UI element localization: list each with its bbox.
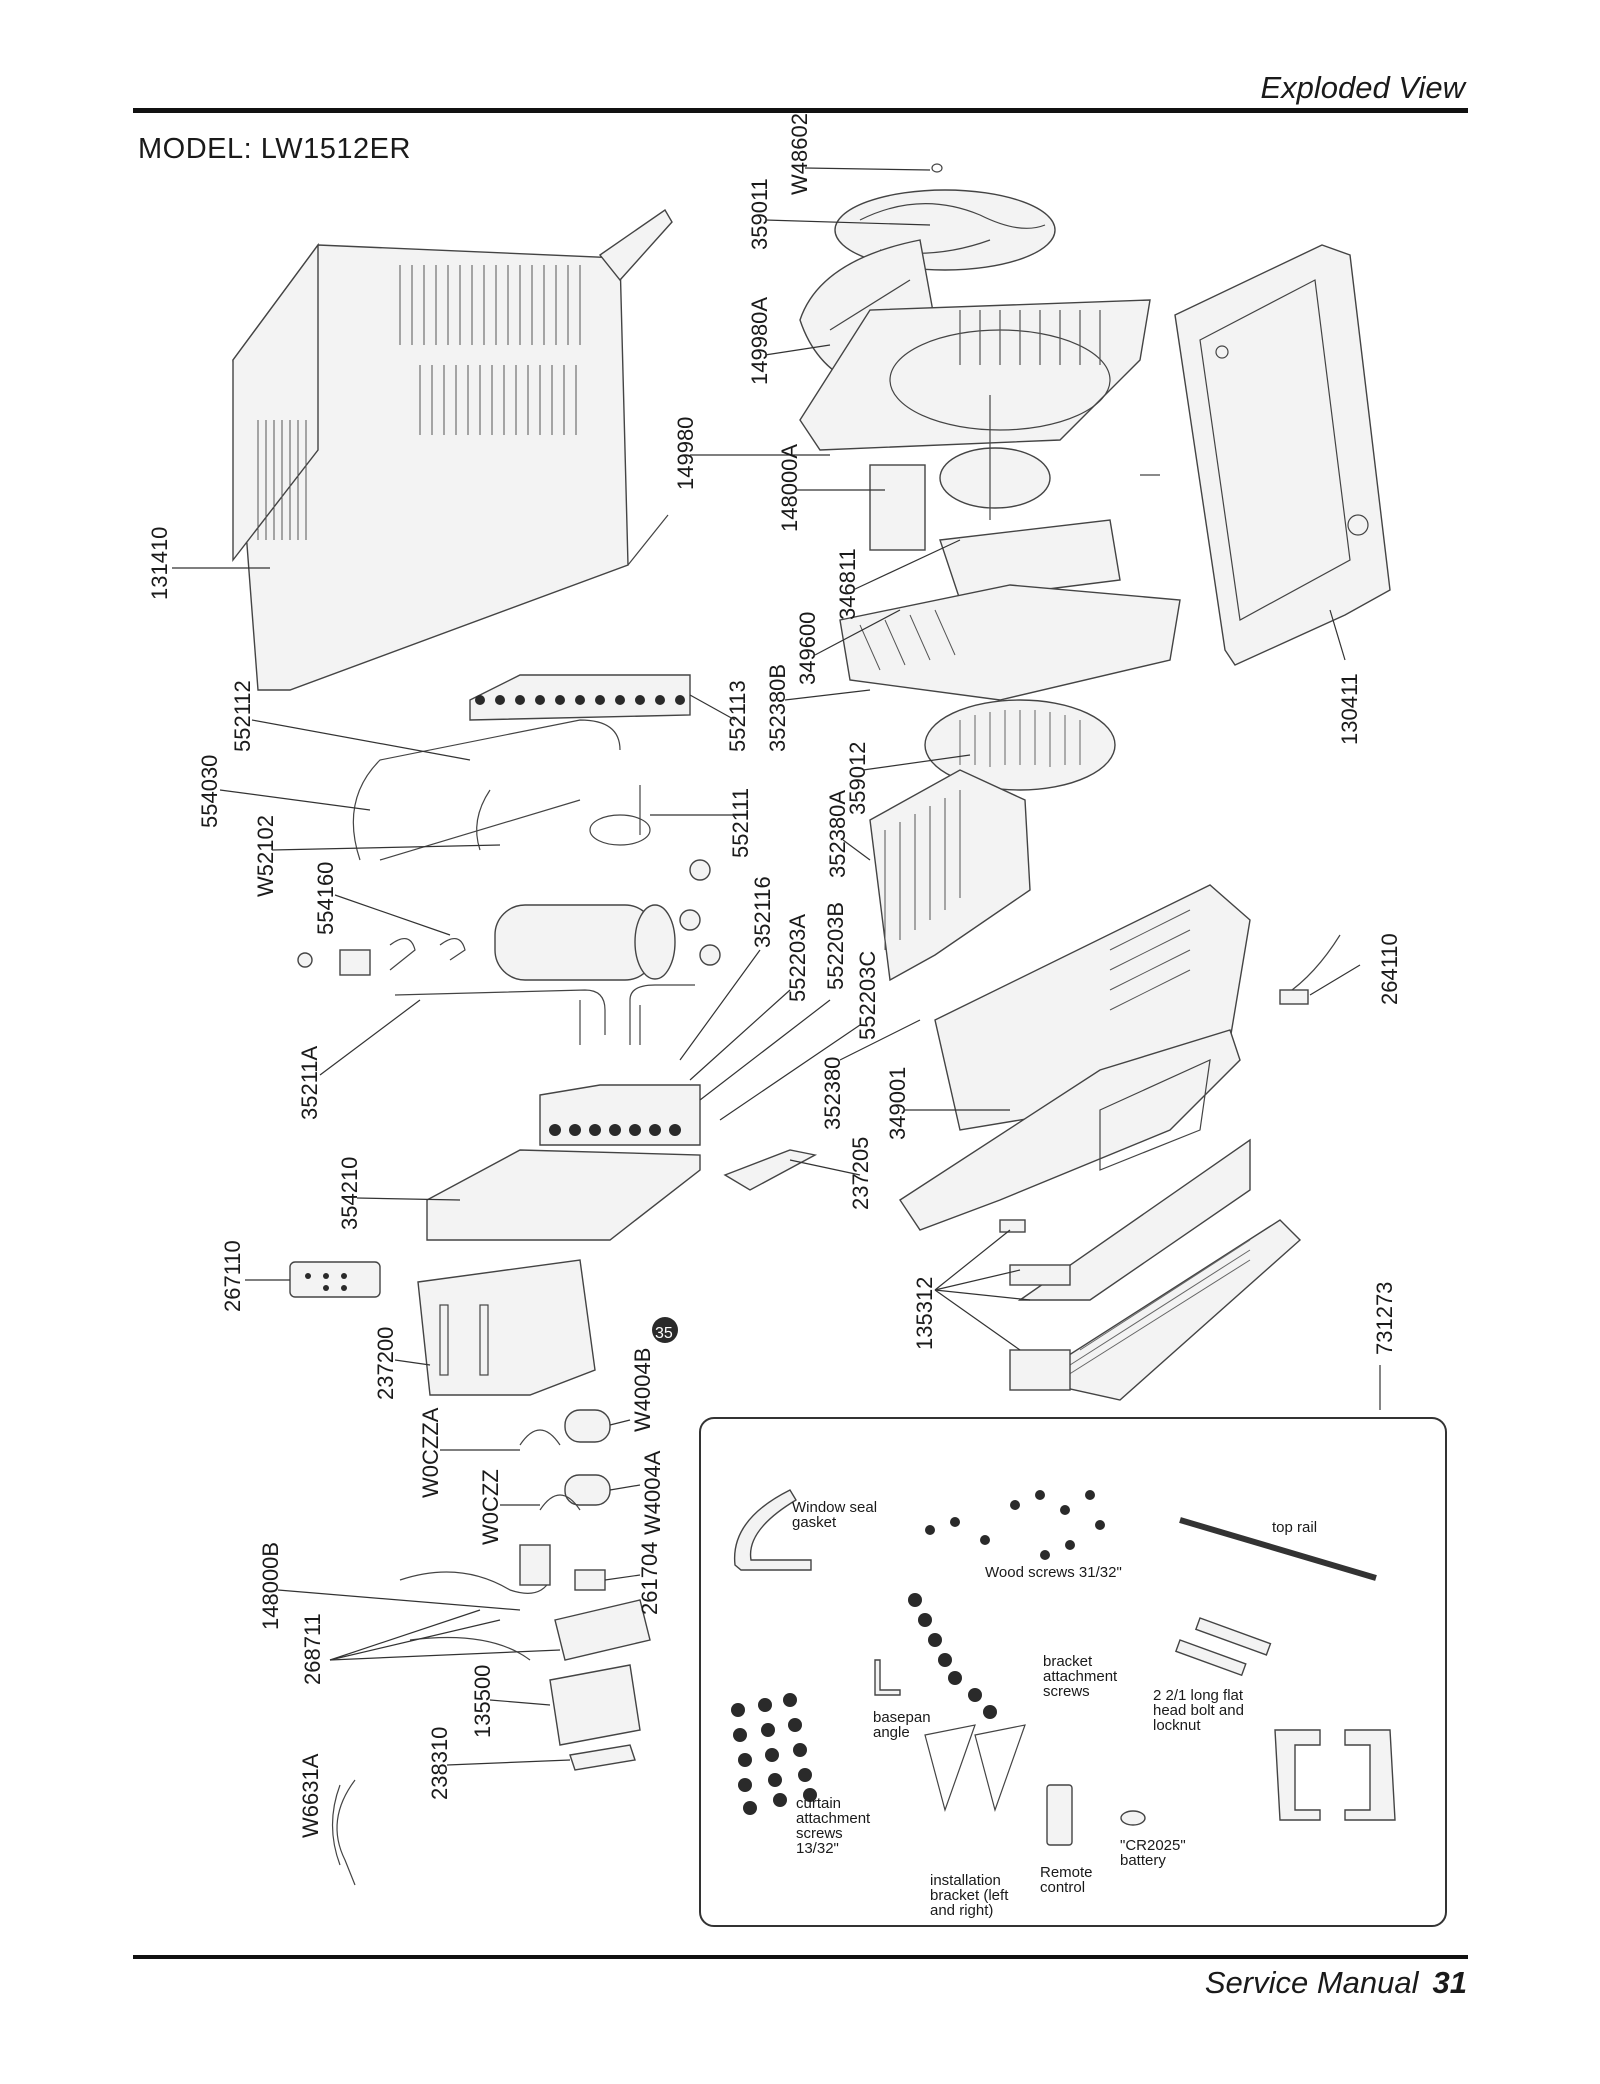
part-label-W52102: W52102 [253,815,278,897]
remote-267110 [289,1261,381,1298]
part-label-261704: 261704 [637,1542,662,1615]
part-label-359011: 359011 [747,178,772,250]
bracket-attachment-screws-icon [908,1593,997,1719]
remote-control-icon [1046,1784,1073,1846]
curtain-attachment-screws-icon [731,1693,817,1815]
part-label-148000A: 148000A [777,444,802,532]
part-label-731273: 731273 [1372,1282,1397,1355]
fan-motor-148000A [869,395,1160,551]
insulation-354210 [426,1149,701,1241]
control-parts-135312 [999,1219,1071,1391]
manual-label: Service Manual [1204,1965,1419,2000]
accessory-wood-screws: Wood screws 31/32" [985,1564,1122,1581]
part-label-554030: 554030 [197,755,222,828]
compressor-552116 [494,859,721,981]
control-box-237200: 35 [417,1259,678,1396]
part-labels: W48602 359011 149980A 149980 148000A 346… [147,113,1402,1838]
evaporator-coil-552203 [539,984,701,1146]
overload-554160 [297,938,466,976]
part-label-349001: 349001 [885,1067,910,1140]
scroll-352380A [869,769,1031,982]
cabinet-131410 [232,208,673,691]
part-label-268711: 268711 [300,1613,325,1685]
head-bolt-icon [1174,1617,1272,1677]
motor-mount-346811 [939,519,1121,601]
condenser-coil-552113 [469,674,691,721]
page-number: 31 [1432,1965,1467,2000]
part-label-W0CZZ: W0CZZ [478,1469,503,1545]
part-label-130411: 130411 [1337,673,1362,745]
front-grille-130411 [1174,244,1391,666]
part-label-W4004B: W4004B [630,1348,655,1432]
part-label-552203B: 552203B [823,902,848,990]
header-rule [133,108,1468,113]
part-label-237200: 237200 [373,1327,398,1400]
part-label-W0CZZA: W0CZZA [418,1407,443,1498]
part-label-554160: 554160 [313,862,338,935]
part-label-552203A: 552203A [785,914,810,1002]
section-title: Exploded View [1260,70,1465,105]
part-label-35211A: 35211A [297,1045,322,1120]
part-label-354210: 354210 [337,1157,362,1230]
part-label-352380B: 352380B [765,664,790,752]
accessory-battery: "CR2025"battery [1120,1837,1186,1869]
part-label-552203C: 552203C [855,951,880,1040]
thermistor-264110 [1279,934,1341,1005]
part-label-131410: 131410 [147,527,172,600]
capacitors [519,1409,611,1511]
refrigerant-tubing [352,719,651,861]
part-label-264110: 264110 [1377,933,1402,1005]
fan-blade-359011 [834,163,1056,271]
part-label-346811: 346811 [835,548,860,620]
top-rail-icon [1179,1517,1377,1581]
part-label-W6631A: W6631A [298,1753,323,1838]
part-label-238310: 238310 [427,1727,452,1800]
footer-rule [133,1955,1468,1959]
blower-wheel-359012 [924,699,1116,791]
part-label-149980A: 149980A [747,297,772,385]
model-label: MODEL: LW1512ER [138,133,411,165]
part-label-149980: 149980 [673,417,698,490]
front-panel-349001 [899,1029,1241,1231]
air-guide-349600 [839,584,1181,701]
part-label-135500: 135500 [470,1665,495,1738]
suction-line-35211A [394,989,606,1045]
curtain-frame-icon [1274,1729,1396,1821]
filter-grille-731273 [1017,1138,1302,1401]
part-label-359012: 359012 [845,742,870,815]
drain-plate-237205 [723,1149,818,1191]
part-label-W48602: W48602 [787,113,812,195]
part-label-W4004A: W4004A [640,1450,665,1535]
installation-bracket-icon [924,1724,1026,1813]
basepan-angle-icon [874,1659,901,1696]
part-label-349600: 349600 [795,612,820,685]
page-footer: Service Manual 31 [1205,1965,1467,2001]
part-label-148000B: 148000B [258,1542,283,1630]
accessory-top-rail: top rail [1272,1519,1317,1536]
part-label-352380: 352380 [820,1057,845,1130]
battery-icon [1120,1810,1146,1826]
part-label-135312: 135312 [912,1277,937,1350]
part-label-552112: 552112 [230,680,255,752]
part-label-352380A: 352380A [825,790,850,878]
window-seal-gasket-icon [733,1489,812,1571]
callout-marker: 35 [655,1325,673,1342]
part-label-267110: 267110 [220,1240,245,1312]
part-label-552111: 552111 [728,788,753,858]
wood-screws-icon [925,1490,1105,1560]
part-label-352116: 352116 [750,876,775,948]
electrical-parts [331,1544,651,1886]
barrier-149980 [799,299,1151,451]
